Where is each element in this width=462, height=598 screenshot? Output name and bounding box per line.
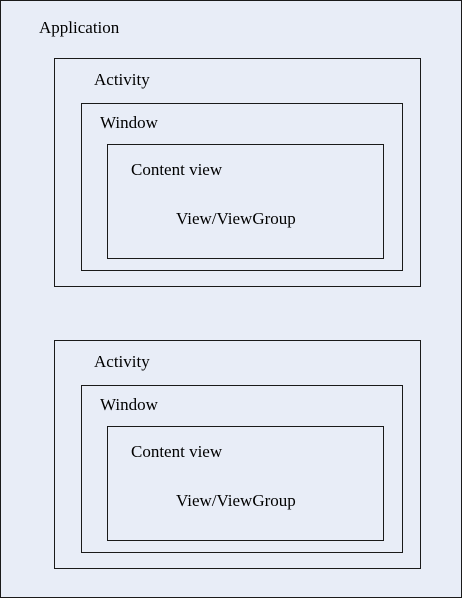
- window-box-2: Window Content view View/ViewGroup: [81, 385, 403, 553]
- activity-label: Activity: [94, 352, 150, 371]
- window-label: Window: [100, 395, 158, 414]
- content-view-box-1: Content view View/ViewGroup: [107, 144, 384, 259]
- content-view-label: Content view: [131, 160, 223, 179]
- window-label: Window: [100, 113, 158, 132]
- activity-label: Activity: [94, 70, 150, 89]
- window-box-1: Window Content view View/ViewGroup: [81, 103, 403, 271]
- content-view-label: Content view: [131, 442, 223, 461]
- view-viewgroup-label: View/ViewGroup: [176, 209, 296, 228]
- view-viewgroup-label: View/ViewGroup: [176, 491, 296, 510]
- content-view-box-2: Content view View/ViewGroup: [107, 426, 384, 541]
- activity-box-2: Activity Window Content view View/ViewGr…: [54, 340, 421, 569]
- application-label: Application: [39, 18, 120, 37]
- activity-box-1: Activity Window Content view View/ViewGr…: [54, 58, 421, 287]
